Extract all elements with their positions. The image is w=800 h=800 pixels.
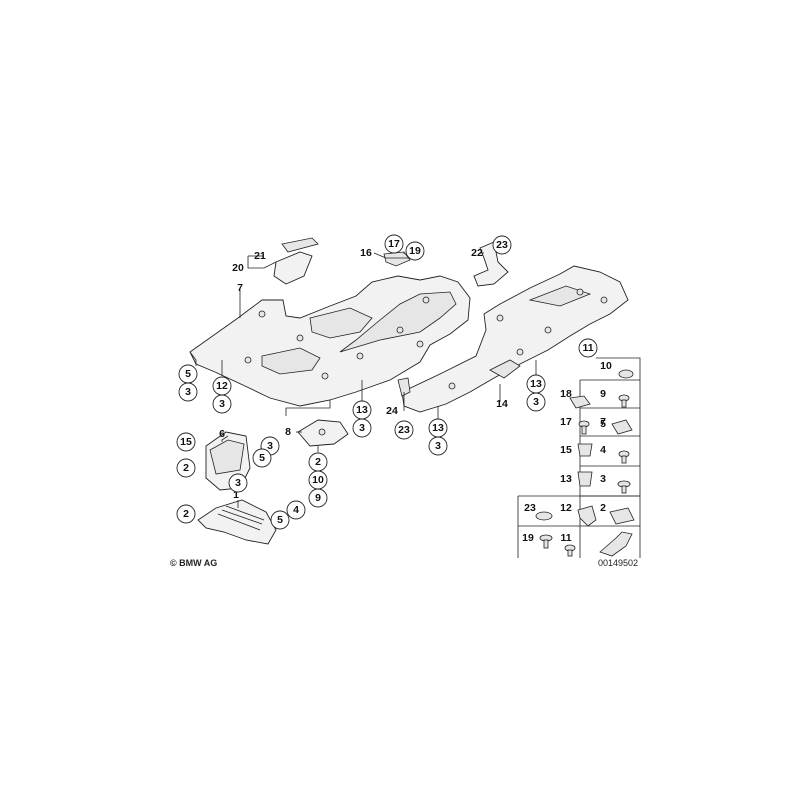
callout-21: 21: [254, 250, 266, 262]
callouts: 21 20 7 16 17 19 22 23 5 3 12 3 13 3 24 …: [176, 234, 598, 530]
callout-23-top: 23: [496, 239, 508, 251]
callout-14: 14: [496, 398, 508, 410]
callout-5-left: 5: [185, 368, 191, 380]
callout-7: 7: [237, 282, 243, 294]
rear-underbody-panel: [401, 265, 629, 413]
bracket-part-8: [297, 419, 349, 447]
callout-12: 12: [216, 380, 228, 392]
leader-lines: [189, 252, 537, 508]
callout-22: 22: [471, 247, 483, 259]
callout-3-left: 3: [185, 386, 191, 398]
legend-9: 9: [600, 388, 606, 400]
legend-11: 11: [560, 532, 571, 544]
callout-15: 15: [180, 436, 192, 448]
callout-3-right: 3: [533, 396, 539, 408]
callout-10: 10: [312, 474, 324, 486]
callout-16: 16: [360, 247, 372, 259]
bracket-part-16: [383, 251, 411, 267]
callout-5-upper: 5: [259, 452, 265, 464]
callout-5-lower: 5: [277, 514, 283, 526]
legend-4: 4: [600, 444, 606, 456]
legend-10: 10: [600, 360, 612, 372]
callout-3-lower: 3: [435, 440, 441, 452]
air-duct-part-21: [273, 237, 319, 285]
copyright-label: © BMW AG: [170, 558, 217, 568]
deflector-part-1: [197, 499, 277, 545]
callout-6: 6: [219, 428, 225, 440]
legend-2: 2: [600, 502, 606, 514]
callout-13-center: 13: [356, 404, 368, 416]
legend-5: 5: [600, 418, 606, 430]
front-underbody-panel: [189, 275, 471, 407]
callout-13-lower: 13: [432, 422, 444, 434]
callout-9: 9: [315, 492, 321, 504]
legend-15: 15: [560, 444, 572, 456]
legend-3: 3: [600, 473, 606, 485]
legend-17: 17: [560, 416, 572, 428]
clip-part-24: [397, 377, 411, 397]
diagram-number: 00149502: [598, 558, 638, 568]
fastener-legend: 10 9 18 7 17 5 15 4 13 3 23 12 2 19 11: [517, 357, 641, 558]
callout-3-center: 3: [359, 422, 365, 434]
legend-7: 7: [600, 416, 606, 428]
legend-19: 19: [522, 532, 534, 544]
callout-8: 8: [285, 426, 291, 438]
callout-2-center: 2: [315, 456, 321, 468]
legend-23: 23: [524, 502, 536, 514]
legend-18: 18: [560, 388, 572, 400]
callout-11: 11: [582, 342, 593, 354]
callout-2-lower: 2: [183, 508, 189, 520]
callout-24: 24: [386, 405, 398, 417]
orientation-arrow-icon: [599, 531, 633, 557]
callout-20: 20: [232, 262, 244, 274]
callout-3-mid: 3: [219, 398, 225, 410]
legend-13: 13: [560, 473, 572, 485]
callout-13-right: 13: [530, 378, 542, 390]
callout-2-upper: 2: [183, 462, 189, 474]
callout-19: 19: [409, 245, 421, 257]
callout-4: 4: [293, 504, 299, 516]
legend-12: 12: [560, 502, 572, 514]
callout-3-lowerleft: 3: [235, 477, 241, 489]
callout-23-bottom: 23: [398, 424, 410, 436]
callout-3-upper: 3: [267, 440, 273, 452]
callout-17: 17: [388, 238, 400, 250]
callout-1: 1: [233, 489, 239, 501]
